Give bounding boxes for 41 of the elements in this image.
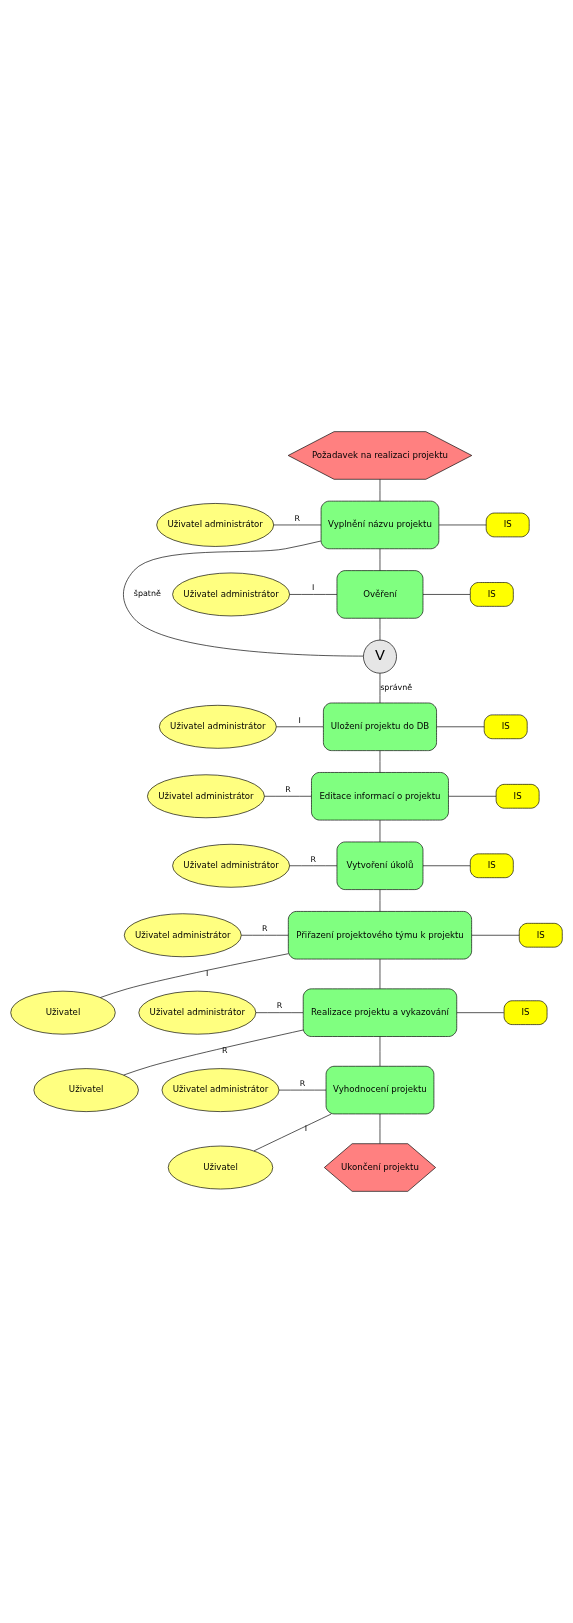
node-box: Vyplnění názvu projektu <box>320 500 440 550</box>
connector <box>379 1036 381 1067</box>
node-box: Přiřazení projektového týmu k projektu <box>288 911 472 960</box>
node-ellipse: Uživatel administrátor <box>172 843 290 888</box>
node-ellipse: Uživatel <box>33 1068 139 1112</box>
node-ellipse: Uživatel <box>10 990 116 1035</box>
connector <box>436 726 485 728</box>
node-ellipse: Uživatel <box>167 1145 274 1190</box>
node-ellipse: Uživatel administrátor <box>123 913 242 958</box>
node-box: Editace informací o projektu <box>311 772 449 821</box>
connector <box>264 795 312 797</box>
node-ellipse: Uživatel administrátor <box>172 572 290 617</box>
connector <box>448 795 497 797</box>
node-box: IS <box>470 853 514 878</box>
connector <box>100 953 289 998</box>
connector <box>253 1113 332 1152</box>
connector <box>422 594 471 595</box>
node-circle: V <box>363 639 397 674</box>
node-box: IS <box>470 582 514 607</box>
node-box: Uložení projektu do DB <box>323 702 437 751</box>
connector <box>379 889 381 912</box>
connector <box>379 548 381 571</box>
node-box: Ověření <box>336 570 424 619</box>
connector <box>123 1029 304 1076</box>
node-box: Realizace projektu a vykazování <box>302 988 458 1037</box>
node-box: Vyhodnocení projektu <box>325 1065 435 1115</box>
node-box: IS <box>518 923 563 948</box>
node-ellipse: Uživatel administrátor <box>138 990 257 1035</box>
node-box: IS <box>485 512 530 538</box>
connector <box>379 750 381 773</box>
node-ellipse: Uživatel administrátor <box>161 1068 280 1112</box>
connector <box>289 594 338 595</box>
node-box: IS <box>495 784 540 809</box>
node-ellipse: Uživatel administrátor <box>147 774 265 819</box>
node-ellipse: Uživatel administrátor <box>156 503 275 547</box>
node-box: IS <box>483 714 528 740</box>
node-ellipse: Uživatel administrátor <box>159 704 277 749</box>
connector <box>123 540 364 657</box>
node-box: IS <box>503 1000 548 1025</box>
connector <box>273 524 322 526</box>
node-box: Vytvoření úkolů <box>336 841 424 890</box>
